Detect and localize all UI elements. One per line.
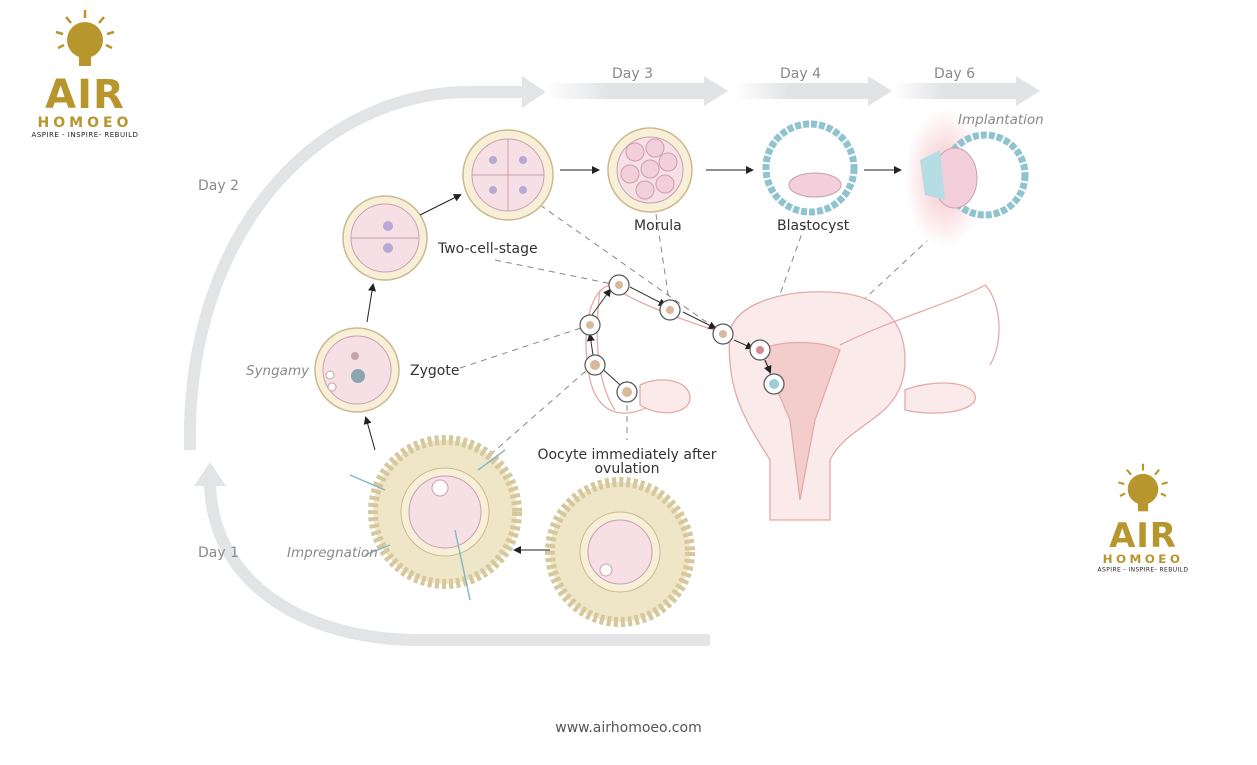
uterus-illustration	[585, 284, 1000, 521]
logo-top-left: AIR HOMOEO ASPIRE - INSPIRE- REBUILD	[30, 8, 140, 139]
label-morula: Morula	[634, 218, 682, 234]
logo-tagline: ASPIRE - INSPIRE- REBUILD	[31, 131, 139, 139]
logo-subtitle: HOMOEO	[37, 115, 133, 131]
four-cell-stage-cell	[462, 129, 554, 221]
process-arrows	[363, 166, 902, 554]
label-zygote: Zygote	[410, 363, 459, 379]
label-oocyte-line2: ovulation	[594, 461, 659, 477]
lightbulb-icon	[1118, 463, 1168, 512]
impregnation-oocyte	[349, 435, 522, 601]
logo-subtitle: HOMOEO	[1102, 552, 1184, 567]
label-two-cell-stage: Two-cell-stage	[437, 241, 538, 257]
footer-url: www.airhomoeo.com	[555, 720, 702, 736]
label-syngamy: Syngamy	[246, 363, 310, 379]
label-day-4: Day 4	[780, 66, 821, 82]
logo-right: AIR HOMOEO ASPIRE - INSPIRE- REBUILD	[1096, 462, 1190, 573]
label-day-1: Day 1	[198, 545, 239, 561]
day-timeline-arrows	[545, 76, 1040, 106]
zygote-cell	[314, 327, 400, 413]
label-impregnation: Impregnation	[287, 545, 378, 561]
morula-cell	[607, 127, 693, 213]
lightbulb-icon	[55, 10, 115, 66]
label-day-6: Day 6	[934, 66, 975, 82]
label-blastocyst: Blastocyst	[777, 218, 850, 234]
ovulated-oocyte	[545, 477, 695, 627]
tube-stage-markers	[579, 274, 785, 403]
label-day-3: Day 3	[612, 66, 653, 82]
logo-name: AIR	[45, 72, 125, 118]
logo-name: AIR	[1109, 516, 1177, 556]
two-cell-stage-cell	[342, 195, 428, 281]
blastocyst-cell	[762, 120, 858, 216]
label-day-2: Day 2	[198, 178, 239, 194]
implantation-cell	[905, 108, 1029, 248]
logo-tagline: ASPIRE - INSPIRE- REBUILD	[1097, 566, 1189, 574]
cycle-arrow-lower	[194, 462, 710, 646]
label-implantation: Implantation	[958, 112, 1044, 128]
cycle-arrow-upper	[183, 76, 546, 451]
label-oocyte-line1: Oocyte immediately after	[537, 447, 716, 463]
